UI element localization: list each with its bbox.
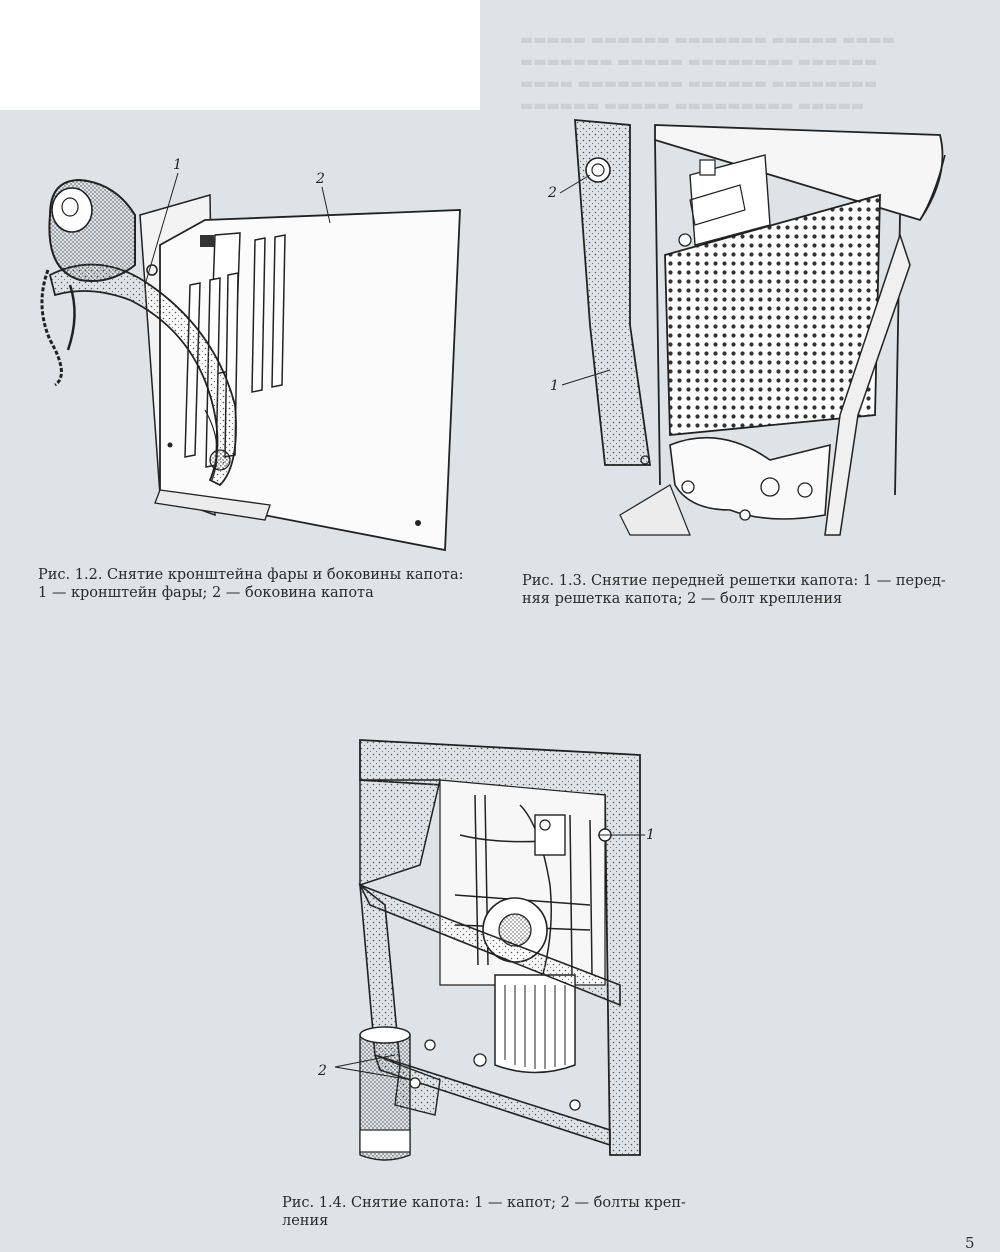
callout-1: 1 bbox=[646, 827, 655, 843]
figure-1-3-caption: Рис. 1.3. Снятие передней решетки капота… bbox=[522, 572, 982, 608]
figure-1-2-illustration: 1 2 bbox=[40, 157, 461, 552]
callout-2: 2 bbox=[315, 171, 325, 187]
show-through-text: ▬▬▬▬ ▬▬▬▬▬▬▬▬ ▬▬▬▬▬▬ ▬▬▬▬▬▬▬▬ bbox=[520, 76, 878, 92]
callout-2: 2 bbox=[547, 185, 557, 201]
figure-1-3-illustration: 2 1 bbox=[547, 119, 946, 536]
caption-line: 1 — кронштейн фары; 2 — боковина капота bbox=[38, 585, 374, 601]
figure-1-4-illustration: 1 2 bbox=[317, 739, 655, 1161]
caption-line: няя решетка капота; 2 — болт крепления bbox=[522, 591, 843, 607]
figure-1-2-caption: Рис. 1.2. Снятие кронштейна фары и боков… bbox=[38, 566, 488, 602]
caption-line: Рис. 1.3. Снятие передней решетки капота… bbox=[522, 573, 946, 589]
caption-line: Рис. 1.4. Снятие капота: 1 — капот; 2 — … bbox=[282, 1195, 686, 1211]
figure-1-4-caption: Рис. 1.4. Снятие капота: 1 — капот; 2 — … bbox=[282, 1194, 732, 1230]
callout-1: 1 bbox=[173, 157, 182, 173]
page-number: 5 bbox=[965, 1234, 975, 1252]
callout-1: 1 bbox=[550, 378, 559, 394]
callout-2: 2 bbox=[317, 1063, 327, 1079]
show-through-text: ▬▬▬▬▬ ▬▬▬▬▬▬ ▬▬▬▬▬▬▬ ▬▬▬▬▬ ▬▬▬▬ bbox=[520, 32, 895, 48]
caption-line: ления bbox=[282, 1213, 329, 1229]
show-through-text: ▬▬▬▬▬▬ ▬▬▬▬▬ ▬▬▬▬▬▬▬▬▬ ▬▬▬▬▬ bbox=[520, 98, 865, 114]
caption-line: Рис. 1.2. Снятие кронштейна фары и боков… bbox=[38, 567, 464, 583]
show-through-text: ▬▬▬▬▬▬▬ ▬▬▬▬▬ ▬▬▬▬▬▬▬▬ ▬▬▬▬▬▬ bbox=[520, 54, 878, 70]
blank-paper-patch bbox=[0, 0, 480, 110]
